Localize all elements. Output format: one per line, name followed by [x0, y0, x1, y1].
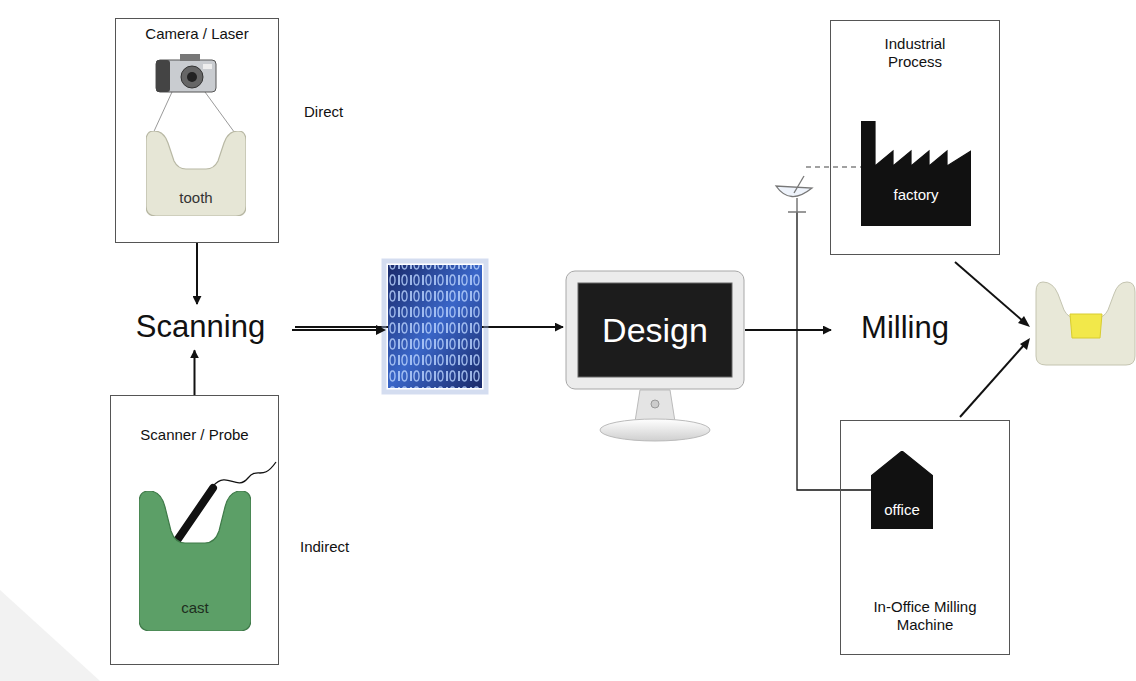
path-label: Indirect [300, 538, 349, 555]
panel-box: Scanner / Probe cast [110, 395, 279, 665]
flow-connector [745, 167, 861, 330]
node-text: cast [143, 599, 247, 617]
node-text: office [875, 501, 929, 519]
path-label: Direct [304, 103, 343, 120]
flow-connector [194, 350, 195, 395]
mon-shape: Design [565, 270, 745, 390]
factory-outline [861, 121, 971, 226]
step-label: Milling [835, 308, 975, 348]
node-text: In-Office Milling Machine [855, 598, 995, 634]
connector-line [745, 330, 871, 490]
camera-icon [150, 54, 240, 140]
connector-line [196, 243, 198, 304]
satellite-dish [776, 176, 812, 212]
panel-box: Camera / Laser tooth [115, 18, 279, 243]
cast-shape: cast [139, 491, 251, 631]
factory-shape: factory [861, 121, 971, 226]
connector-line [194, 350, 196, 395]
tooth-shape: tooth [146, 131, 246, 216]
node-text: Industrial Process [860, 35, 970, 71]
office-shape: office [871, 451, 933, 529]
panel-box: Industrial Process factory [830, 20, 1000, 255]
step-label: Scanning [108, 307, 293, 347]
flow-connector [745, 330, 871, 490]
monitor-stand [600, 390, 710, 441]
connector-line [806, 166, 861, 167]
binary-data-image [292, 261, 486, 392]
page-corner [0, 590, 100, 681]
output-arrows [955, 262, 1030, 417]
step-title: Milling [835, 308, 975, 348]
panel-box: In-Office Milling Machine office [840, 420, 1010, 655]
restored-crown [1036, 282, 1135, 365]
step-title: Scanning [108, 307, 293, 347]
flow-connector [197, 243, 198, 304]
node-text: Scanner / Probe [115, 426, 274, 444]
node-text: factory [865, 186, 967, 204]
connector-line [745, 212, 797, 330]
node-text: Design [569, 310, 741, 351]
node-text: tooth [150, 189, 242, 207]
node-text: Camera / Laser [120, 25, 274, 43]
